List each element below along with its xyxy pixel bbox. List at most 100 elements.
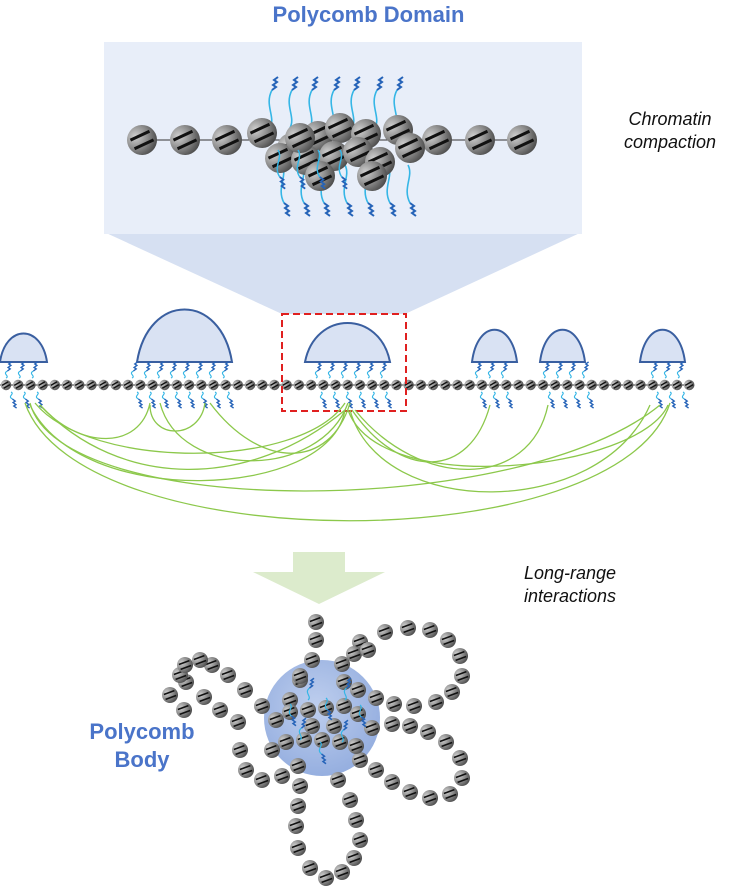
nucleosome	[684, 379, 695, 391]
histone-mark	[213, 391, 222, 409]
nucleosome	[134, 379, 146, 391]
nucleosome	[428, 694, 444, 710]
nucleosome	[384, 774, 400, 790]
histone-mark	[474, 361, 483, 379]
histone-mark	[479, 391, 488, 409]
nucleosome	[314, 732, 330, 748]
nucleosome	[212, 702, 228, 718]
nucleosome	[366, 379, 378, 391]
nucleosome	[183, 379, 195, 391]
nucleosome	[162, 687, 178, 703]
nucleosome	[176, 702, 192, 718]
nucleosome	[671, 379, 683, 391]
nucleosome	[302, 860, 318, 876]
histone-mark	[174, 391, 183, 409]
nucleosome	[282, 692, 298, 708]
nucleosome	[440, 632, 456, 648]
nucleosome	[13, 379, 24, 391]
histone-mark	[568, 361, 577, 379]
nucleosome	[212, 125, 242, 155]
histone-mark	[555, 361, 564, 379]
nucleosome	[525, 379, 536, 391]
nucleosome	[293, 379, 304, 391]
chromatin-fiber	[0, 361, 695, 409]
nucleosome	[427, 379, 439, 391]
histone-mark	[353, 361, 362, 379]
nucleosome	[513, 379, 524, 391]
nucleosome	[292, 668, 308, 684]
nucleosome	[196, 689, 212, 705]
interaction-arc	[159, 402, 349, 462]
nucleosome	[395, 133, 425, 163]
histone-mark	[663, 361, 672, 379]
nucleosome	[110, 379, 122, 391]
histone-mark	[4, 361, 13, 379]
nucleosome	[562, 379, 573, 391]
domain-peak	[303, 322, 392, 363]
interaction-arc	[29, 404, 346, 482]
nucleosome	[274, 768, 290, 784]
nucleosome	[232, 742, 248, 758]
nucleosome	[586, 379, 597, 391]
histone-mark	[371, 391, 380, 409]
nucleosome	[346, 646, 362, 662]
histone-mark	[316, 149, 326, 190]
interaction-arc	[347, 404, 669, 467]
nucleosome	[204, 657, 220, 673]
histone-mark	[581, 361, 590, 379]
nucleosome	[440, 379, 451, 391]
interaction-arcs	[24, 402, 671, 522]
nucleosome	[49, 379, 60, 391]
nucleosome	[346, 850, 362, 866]
nucleosome	[318, 379, 329, 391]
nucleosome	[269, 379, 280, 391]
domain-peak	[0, 332, 49, 363]
histone-mark	[182, 361, 191, 379]
histone-mark	[226, 391, 235, 409]
interaction-arc	[354, 404, 549, 471]
chromatin-compaction-label: Chromatin compaction	[623, 109, 717, 152]
nucleosome	[379, 379, 390, 391]
histone-mark	[161, 391, 170, 409]
interaction-arc	[24, 402, 671, 522]
histone-mark	[560, 391, 569, 409]
nucleosome	[476, 379, 487, 391]
interaction-arc	[149, 402, 206, 432]
histone-mark	[17, 361, 26, 379]
nucleosome	[192, 652, 208, 668]
nucleosome	[170, 125, 200, 155]
nucleosome	[402, 784, 418, 800]
histone-mark	[340, 719, 349, 743]
nucleosome	[635, 379, 646, 391]
histone-mark	[314, 361, 323, 379]
interaction-arc	[34, 402, 346, 454]
domain-peak	[638, 329, 687, 363]
nucleosome	[254, 772, 270, 788]
nucleosome	[406, 698, 422, 714]
nucleosome	[391, 379, 402, 391]
nucleosome	[403, 379, 414, 391]
nucleosome	[237, 682, 253, 698]
histone-mark	[505, 391, 514, 409]
nucleosome	[357, 161, 387, 191]
nucleosome	[308, 632, 324, 648]
interaction-arc	[349, 404, 651, 493]
histone-mark	[379, 361, 388, 379]
nucleosome	[147, 379, 158, 391]
nucleosome	[281, 379, 292, 391]
histone-mark	[681, 391, 690, 409]
nucleosome	[444, 684, 460, 700]
histone-mark	[542, 361, 551, 379]
nucleosome	[377, 624, 393, 640]
nucleosome	[350, 682, 366, 698]
histone-mark	[288, 76, 299, 129]
nucleosome	[623, 379, 634, 391]
nucleosome	[232, 379, 244, 391]
nucleosome	[422, 125, 452, 155]
histone-mark	[487, 361, 496, 379]
nucleosome	[220, 667, 236, 683]
nucleosome	[98, 379, 109, 391]
nucleosome	[208, 379, 219, 391]
nucleosome	[330, 772, 346, 788]
